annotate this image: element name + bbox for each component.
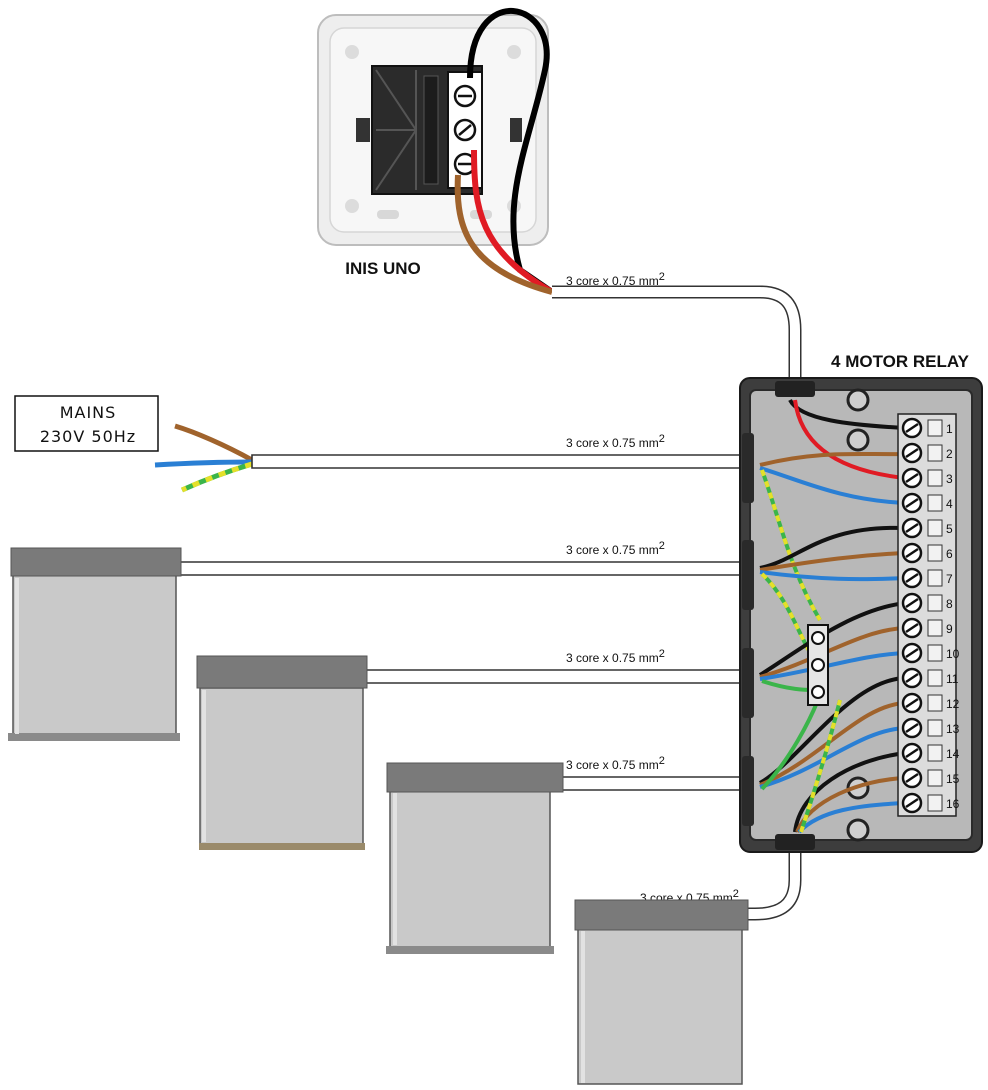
switch-wire-black (467, 7, 554, 295)
motor3-cable-label: 3 core x 0.75 mm2 (566, 755, 665, 772)
cable-gland (775, 381, 815, 397)
relay-terminal: 3 (901, 467, 953, 489)
terminal-number: 4 (946, 497, 953, 511)
relay-terminal: 1 (901, 417, 953, 439)
relay-terminal: 12 (901, 692, 960, 714)
mains-box (14, 395, 159, 452)
motor-cables: 3 core x 0.75 mm2 3 core x 0.75 mm2 3 co… (179, 540, 802, 921)
switch-wire-brown (454, 174, 553, 295)
relay-terminal: 14 (901, 742, 960, 764)
relay-title: 4 MOTOR RELAY (831, 352, 970, 371)
relay-internal-wiring (758, 398, 906, 834)
relay-terminal: 2 (901, 442, 953, 464)
mains-cable (251, 454, 746, 469)
relay-terminal: 15 (901, 767, 960, 789)
relay-terminal: 13 (901, 717, 960, 739)
cable-gland (742, 648, 754, 718)
mains-label-line2: 230V 50Hz (40, 427, 136, 446)
switch-label: INIS UNO (345, 259, 421, 278)
terminal-number: 3 (946, 472, 953, 486)
relay-terminal: 9 (901, 617, 953, 639)
cable-gland (742, 540, 754, 610)
relay-terminal: 4 (901, 492, 953, 514)
cable-gland (742, 756, 754, 826)
mains-supply: MAINS 230V 50Hz 3 core x 0.75 mm2 (14, 395, 746, 493)
relay-box: 4 MOTOR RELAY (739, 352, 983, 853)
inis-uno-switch: INIS UNO (317, 7, 554, 295)
terminal-number: 16 (946, 797, 960, 811)
terminal-number: 14 (946, 747, 960, 761)
switch-cable: 3 core x 0.75 mm2 (552, 271, 802, 385)
motor1-cable-label: 3 core x 0.75 mm2 (566, 540, 665, 557)
mounting-hole-icon (846, 388, 870, 412)
relay-terminal: 11 (901, 667, 959, 689)
terminal-number: 13 (946, 722, 960, 736)
mains-label-line1: MAINS (60, 403, 117, 422)
relay-terminal: 8 (901, 592, 953, 614)
terminal-number: 9 (946, 622, 953, 636)
relay-terminal: 6 (901, 542, 953, 564)
cable-gland (742, 433, 754, 503)
motor2-cable-label: 3 core x 0.75 mm2 (566, 648, 665, 665)
terminal-number: 8 (946, 597, 953, 611)
switch-cable-label: 3 core x 0.75 mm2 (566, 271, 665, 288)
relay-terminal: 16 (901, 792, 960, 814)
relay-terminal: 7 (901, 567, 953, 589)
relay-terminal: 10 (901, 642, 960, 664)
mains-wire-blue (154, 459, 253, 468)
motor3-cable (561, 776, 746, 791)
terminal-number: 6 (946, 547, 953, 561)
terminal-number: 12 (946, 697, 960, 711)
mains-cable-label: 3 core x 0.75 mm2 (566, 433, 665, 450)
switch-wire-red (471, 149, 554, 295)
terminal-number: 15 (946, 772, 960, 786)
motor1-cable (179, 561, 746, 576)
motor2-cable (365, 669, 746, 684)
terminal-number: 1 (946, 422, 953, 436)
mains-wire-brown (174, 423, 254, 463)
terminal-number: 2 (946, 447, 953, 461)
cable-gland (775, 834, 815, 850)
terminal-number: 5 (946, 522, 953, 536)
mains-wire-earth (180, 461, 253, 493)
motor-2 (196, 655, 368, 850)
relay-terminal: 5 (901, 517, 953, 539)
motor-3 (386, 762, 564, 954)
terminal-number: 10 (946, 647, 960, 661)
motor-1 (8, 547, 182, 741)
terminal-number: 11 (946, 672, 959, 686)
terminal-number: 7 (946, 572, 953, 586)
motor-4 (574, 899, 749, 1085)
